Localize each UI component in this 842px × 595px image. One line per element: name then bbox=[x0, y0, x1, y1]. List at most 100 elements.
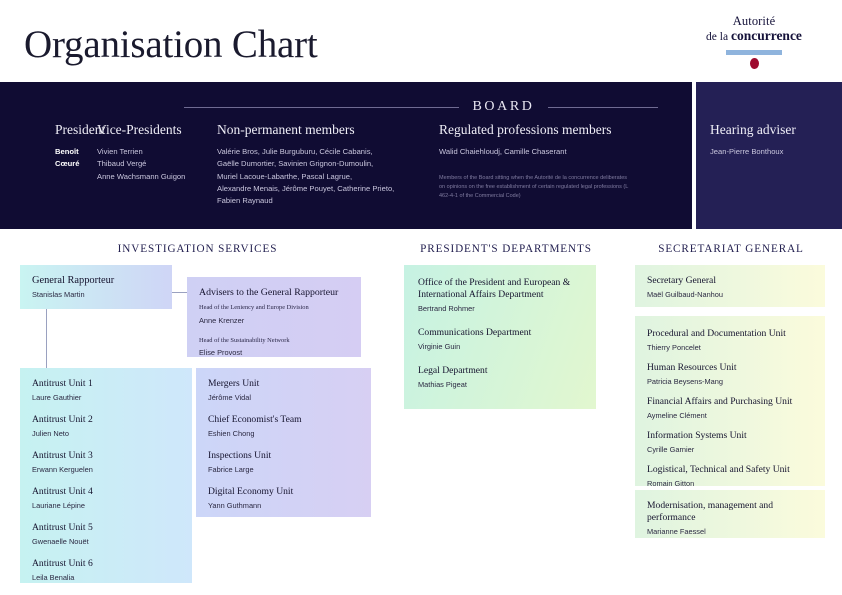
unit-item: Antitrust Unit 1 Laure Gauthier bbox=[32, 378, 192, 403]
board-member: Vivien Terrien bbox=[97, 147, 143, 156]
unit-item: Antitrust Unit 3 Erwann Kerguelen bbox=[32, 450, 192, 475]
board-band: BOARD President Benoît Cœuré Vice-Presid… bbox=[0, 82, 842, 229]
logo-bar-icon bbox=[726, 50, 782, 56]
unit-person: Patricia Beysens-Mang bbox=[647, 377, 723, 387]
unit-item: Modernisation, management and performanc… bbox=[647, 500, 817, 537]
unit-title: Modernisation, management and performanc… bbox=[647, 500, 774, 523]
column-heading: Regulated professions members bbox=[439, 122, 612, 137]
unit-item: Communications Department Virginie Guin bbox=[418, 327, 586, 352]
unit-person: Julien Neto bbox=[32, 429, 69, 439]
board-footnote: Members of the Board sitting when the Au… bbox=[439, 175, 629, 199]
unit-title: Financial Affairs and Purchasing Unit bbox=[647, 396, 793, 408]
unit-person: Eshien Chong bbox=[208, 429, 255, 439]
page-title: Organisation Chart bbox=[24, 23, 318, 66]
column-heading: Vice-Presidents bbox=[97, 122, 182, 137]
unit-person: Mathias Pigeat bbox=[418, 380, 467, 390]
unit-person: Maël Guilbaud-Nanhou bbox=[647, 289, 724, 299]
board-column-non-permanent: Non-permanent members Valérie Bros, Juli… bbox=[217, 122, 439, 207]
board-member: Gaëlle Dumortier, Savinien Grignon-Dumou… bbox=[217, 159, 374, 169]
hearing-adviser-heading: Hearing adviser bbox=[710, 122, 796, 137]
unit-person: Gwenaelle Nouët bbox=[32, 537, 89, 547]
unit-person: Romain Gitton bbox=[647, 479, 695, 489]
unit-item: Procedural and Documentation Unit Thierr… bbox=[647, 328, 817, 353]
unit-item: Human Resources Unit Patricia Beysens-Ma… bbox=[647, 362, 817, 387]
logo-line-2: de la concurrence bbox=[694, 28, 814, 45]
board-member: Benoît Cœuré bbox=[55, 147, 80, 169]
unit-item: Legal Department Mathias Pigeat bbox=[418, 365, 586, 390]
unit-title: Secretary General bbox=[647, 275, 716, 286]
logo-line-2-thin: de la bbox=[706, 31, 731, 44]
unit-person: Yann Guthmann bbox=[208, 501, 262, 511]
logo-line-2-bold: concurrence bbox=[730, 28, 802, 44]
unit-person: Aymeline Clément bbox=[647, 411, 707, 421]
unit-item: Chief Economist's Team Eshien Chong bbox=[208, 414, 371, 439]
unit-item: Digital Economy Unit Yann Guthmann bbox=[208, 486, 371, 511]
logo-line-1: Autorité bbox=[732, 14, 776, 28]
column-heading: Non-permanent members bbox=[217, 122, 355, 137]
unit-title: Human Resources Unit bbox=[647, 362, 737, 374]
board-columns: President Benoît Cœuré Vice-Presidents V… bbox=[0, 122, 692, 207]
connector-horizontal bbox=[172, 292, 187, 293]
unit-item: Antitrust Unit 5 Gwenaelle Nouët bbox=[32, 522, 192, 547]
card-modernisation: Modernisation, management and performanc… bbox=[635, 490, 825, 538]
board-member: Anne Wachsmann Guigon bbox=[97, 171, 186, 181]
hearing-adviser-panel: Hearing adviser Jean-Pierre Bonthoux bbox=[696, 82, 842, 229]
unit-item: Logistical, Technical and Safety Unit Ro… bbox=[647, 464, 817, 489]
unit-person: Stanislas Martin bbox=[32, 290, 85, 299]
card-investigation-teams: Mergers Unit Jérôme Vidal Chief Economis… bbox=[196, 368, 371, 517]
unit-person: Marianne Faessel bbox=[647, 526, 706, 536]
connector-vertical bbox=[46, 309, 47, 368]
unit-title: Antitrust Unit 6 bbox=[32, 558, 93, 570]
unit-person: Bertrand Rohmer bbox=[418, 303, 475, 313]
card-secretariat-units: Procedural and Documentation Unit Thierr… bbox=[635, 316, 825, 489]
unit-title: Legal Department bbox=[418, 365, 488, 377]
adviser-item: Head of the Leniency and Europe Division… bbox=[199, 304, 351, 325]
card-president-departments: Office of the President and European & I… bbox=[404, 265, 596, 409]
section-title-investigation: INVESTIGATION SERVICES bbox=[117, 243, 278, 255]
board-member: Fabien Raynaud bbox=[217, 196, 273, 206]
unit-item: Secretary General Maël Guilbaud-Nanhou bbox=[647, 275, 817, 300]
board-column-regulated-professions: Regulated professions members Walid Chai… bbox=[439, 122, 637, 207]
unit-title: Digital Economy Unit bbox=[208, 486, 294, 498]
unit-item: Antitrust Unit 4 Lauriane Lépine bbox=[32, 486, 192, 511]
adviser-role: Head of the Leniency and Europe Division bbox=[199, 304, 309, 312]
card-general-rapporteur: General Rapporteur Stanislas Martin bbox=[20, 265, 172, 309]
board-member: Valérie Bros, Julie Burguburu, Cécile Ca… bbox=[217, 147, 373, 156]
unit-title: General Rapporteur bbox=[32, 275, 115, 286]
unit-person: Leila Benalia bbox=[32, 573, 75, 583]
unit-item: Inspections Unit Fabrice Large bbox=[208, 450, 371, 475]
section-title-secretariat: SECRETARIAT GENERAL bbox=[658, 243, 804, 255]
unit-title: Inspections Unit bbox=[208, 450, 272, 462]
unit-item: Antitrust Unit 6 Leila Benalia bbox=[32, 558, 192, 583]
card-heading: Advisers to the General Rapporteur bbox=[199, 287, 339, 298]
board-column-vice-presidents: Vice-Presidents Vivien Terrien Thibaud V… bbox=[97, 122, 217, 207]
adviser-role: Head of the Sustainability Network bbox=[199, 336, 290, 344]
hearing-adviser-name: Jean-Pierre Bonthoux bbox=[710, 147, 784, 156]
unit-person: Cyrille Garnier bbox=[647, 445, 695, 455]
unit-item: Financial Affairs and Purchasing Unit Ay… bbox=[647, 396, 817, 421]
unit-title: Chief Economist's Team bbox=[208, 414, 302, 426]
card-antitrust-units: Antitrust Unit 1 Laure Gauthier Antitrus… bbox=[20, 368, 192, 583]
unit-person: Thierry Poncelet bbox=[647, 342, 701, 352]
unit-item: Office of the President and European & I… bbox=[418, 277, 586, 314]
card-secretary-general: Secretary General Maël Guilbaud-Nanhou bbox=[635, 265, 825, 307]
unit-person: Lauriane Lépine bbox=[32, 501, 86, 511]
adviser-person: Elise Provost bbox=[199, 348, 243, 357]
section-title-president: PRESIDENT'S DEPARTMENTS bbox=[420, 243, 592, 255]
unit-person: Laure Gauthier bbox=[32, 392, 82, 402]
autorite-logo: Autorité de la concurrence bbox=[694, 14, 814, 70]
unit-item: Information Systems Unit Cyrille Garnier bbox=[647, 430, 817, 455]
unit-title: Antitrust Unit 1 bbox=[32, 378, 93, 389]
unit-item: Mergers Unit Jérôme Vidal bbox=[208, 378, 371, 403]
page-header: Organisation Chart Autorité de la concur… bbox=[0, 0, 842, 82]
unit-person: Erwann Kerguelen bbox=[32, 465, 93, 475]
unit-item: Antitrust Unit 2 Julien Neto bbox=[32, 414, 192, 439]
board-column-president: President Benoît Cœuré bbox=[0, 122, 106, 207]
board-member: Thibaud Vergé bbox=[97, 159, 147, 169]
adviser-item: Head of the Sustainability Network Elise… bbox=[199, 337, 351, 358]
adviser-person: Anne Krenzer bbox=[199, 315, 245, 325]
unit-general-rapporteur: General Rapporteur Stanislas Martin bbox=[32, 274, 172, 300]
column-heading: President bbox=[55, 122, 106, 137]
board-member: Alexandre Menais, Jérôme Pouyet, Catheri… bbox=[217, 183, 395, 193]
